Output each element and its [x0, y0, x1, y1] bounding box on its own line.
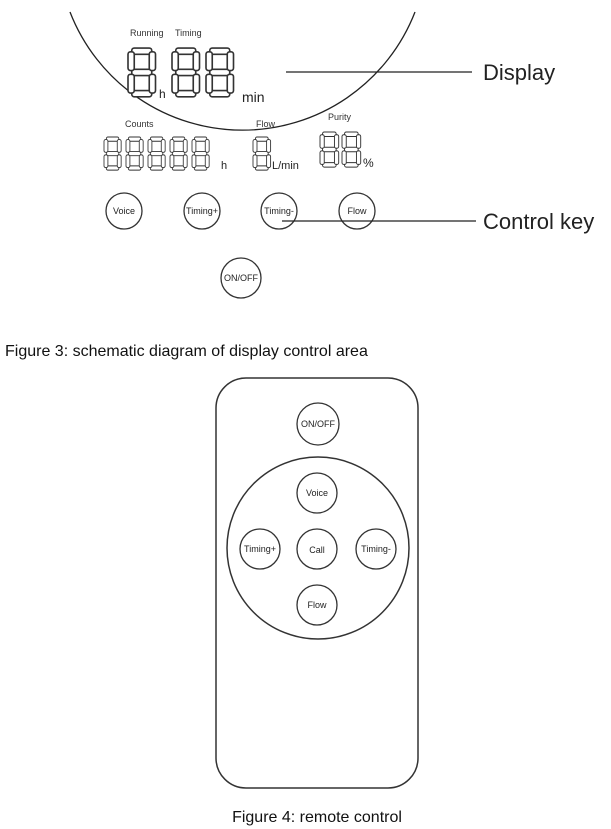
running-min-digit-1: [171, 47, 201, 98]
svg-text:Voice: Voice: [113, 206, 135, 216]
panel-timing-plus-button[interactable]: Timing+: [183, 192, 221, 230]
counts-digit-2: [125, 136, 144, 171]
remote-timing-minus-button[interactable]: Timing-: [355, 528, 397, 570]
counts-hours-unit: h: [221, 160, 227, 172]
running-min-digit-2: [205, 47, 235, 98]
figure3-caption: Figure 3: schematic diagram of display c…: [5, 343, 368, 360]
flow-digit: [252, 136, 272, 171]
panel-on-off-button[interactable]: ON/OFF: [220, 257, 262, 299]
purity-label: Purity: [328, 112, 352, 122]
remote-timing-plus-button[interactable]: Timing+: [239, 528, 281, 570]
svg-text:Flow: Flow: [307, 600, 327, 610]
remote-voice-button[interactable]: Voice: [296, 472, 338, 514]
flow-unit: L/min: [272, 160, 299, 172]
timing-label: Timing: [175, 28, 202, 38]
svg-text:Flow: Flow: [347, 206, 367, 216]
panel-flow-button[interactable]: Flow: [338, 192, 376, 230]
counts-digit-4: [169, 136, 188, 171]
svg-text:Timing+: Timing+: [186, 206, 218, 216]
panel-voice-button[interactable]: Voice: [105, 192, 143, 230]
control-key-callout-label: Control key: [483, 209, 594, 234]
counts-digit-5: [191, 136, 210, 171]
svg-text:Call: Call: [309, 545, 325, 555]
percent-unit: %: [363, 156, 374, 170]
panel-timing-minus-button[interactable]: Timing-: [260, 192, 298, 230]
svg-text:Timing-: Timing-: [264, 206, 294, 216]
running-hours-digit: [127, 47, 157, 98]
counts-digit-1: [103, 136, 122, 171]
svg-text:ON/OFF: ON/OFF: [224, 273, 258, 283]
figure4-caption: Figure 4: remote control: [232, 809, 402, 826]
minutes-unit: min: [242, 89, 265, 105]
svg-text:Timing-: Timing-: [361, 544, 391, 554]
svg-text:Timing+: Timing+: [244, 544, 276, 554]
remote-call-button[interactable]: Call: [296, 528, 338, 570]
purity-digit-2: [341, 131, 362, 168]
flow-label: Flow: [256, 119, 276, 129]
remote-on-off-button[interactable]: ON/OFF: [296, 402, 340, 446]
display-panel-outline: [69, 11, 416, 131]
purity-digit-1: [319, 131, 340, 168]
remote-flow-button[interactable]: Flow: [296, 584, 338, 626]
hours-unit: h: [159, 87, 166, 101]
svg-text:Voice: Voice: [306, 488, 328, 498]
counts-label: Counts: [125, 119, 154, 129]
running-label: Running: [130, 28, 164, 38]
counts-digit-3: [147, 136, 166, 171]
display-callout-label: Display: [483, 60, 555, 85]
svg-text:ON/OFF: ON/OFF: [301, 419, 335, 429]
